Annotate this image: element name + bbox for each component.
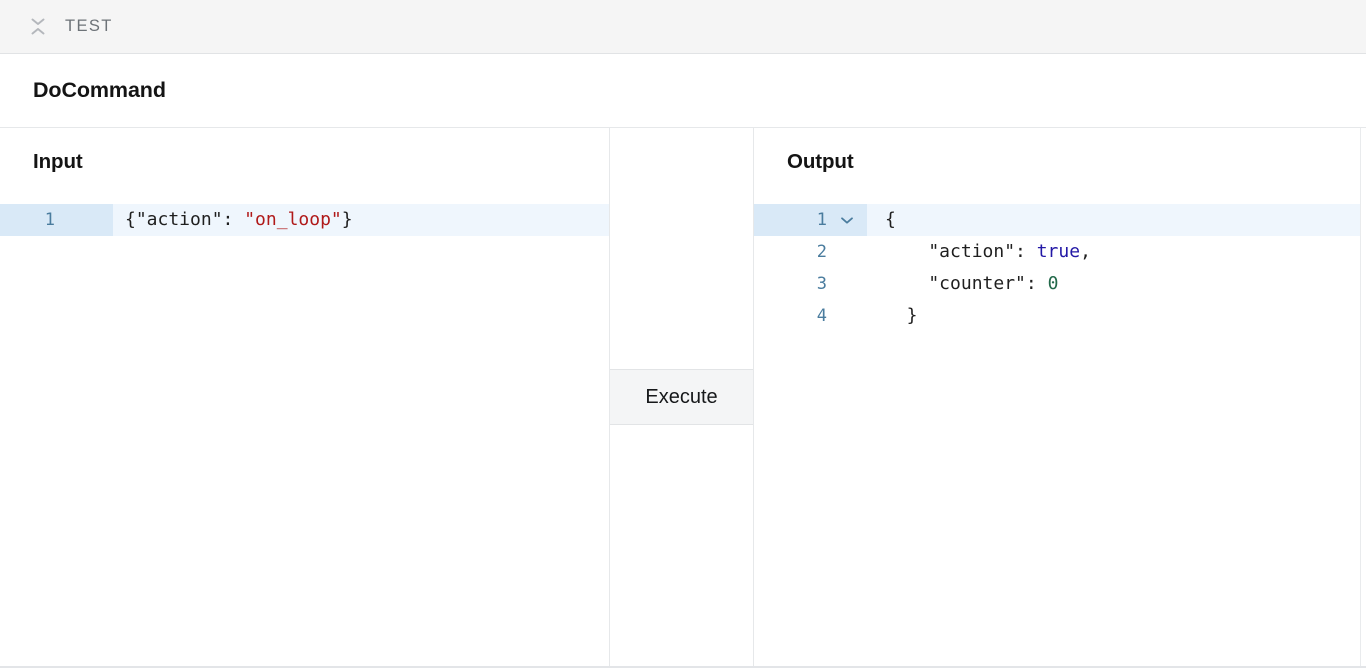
- code-line[interactable]: 3 "counter": 0: [754, 268, 1366, 300]
- line-number: 3: [816, 274, 827, 294]
- command-header: DoCommand: [0, 54, 1366, 128]
- code-text: "action": true,: [867, 236, 1366, 268]
- panel-body: Input 1{"action": "on_loop"} Execute Out…: [0, 128, 1366, 666]
- input-editor[interactable]: 1{"action": "on_loop"}: [0, 204, 609, 666]
- code-token-bool: true: [1036, 241, 1081, 262]
- code-text: }: [867, 300, 1366, 332]
- code-token-plain: "counter":: [885, 273, 1048, 294]
- code-token-str: "on_loop": [244, 209, 342, 230]
- output-heading: Output: [787, 150, 854, 173]
- code-line[interactable]: 1{: [754, 204, 1366, 236]
- code-token-plain: ,: [1080, 241, 1091, 262]
- topbar: TEST: [0, 0, 1366, 54]
- code-token-plain: "action":: [885, 241, 1037, 262]
- topbar-title: TEST: [65, 17, 113, 35]
- code-token-plain: {"action":: [125, 209, 245, 230]
- code-line[interactable]: 2 "action": true,: [754, 236, 1366, 268]
- code-token-plain: }: [885, 305, 918, 326]
- line-number: 1: [754, 204, 867, 236]
- command-title: DoCommand: [33, 78, 166, 102]
- code-token-num: 0: [1047, 273, 1059, 294]
- input-heading: Input: [33, 150, 83, 173]
- output-pane: Output 1{2 "action": true,3 "counter": 0…: [754, 128, 1366, 666]
- line-number: 4: [816, 306, 827, 326]
- code-text: {"action": "on_loop"}: [113, 204, 609, 236]
- line-number: 1: [0, 204, 113, 236]
- output-scroll-edge[interactable]: [1360, 128, 1366, 666]
- chevron-down-icon[interactable]: [839, 204, 855, 236]
- code-line[interactable]: 1{"action": "on_loop"}: [0, 204, 609, 236]
- code-line[interactable]: 4 }: [754, 300, 1366, 332]
- line-number: 2: [816, 242, 827, 262]
- code-text: {: [867, 204, 1366, 236]
- input-pane: Input 1{"action": "on_loop"}: [0, 128, 609, 666]
- execute-button[interactable]: Execute: [610, 369, 753, 425]
- middle-spacer: [610, 128, 753, 369]
- code-token-plain: }: [341, 209, 353, 230]
- middle-pane: Execute: [609, 128, 754, 666]
- collapse-chevrons-icon[interactable]: [27, 15, 49, 39]
- code-token-plain: {: [885, 209, 896, 230]
- code-text: "counter": 0: [867, 268, 1366, 300]
